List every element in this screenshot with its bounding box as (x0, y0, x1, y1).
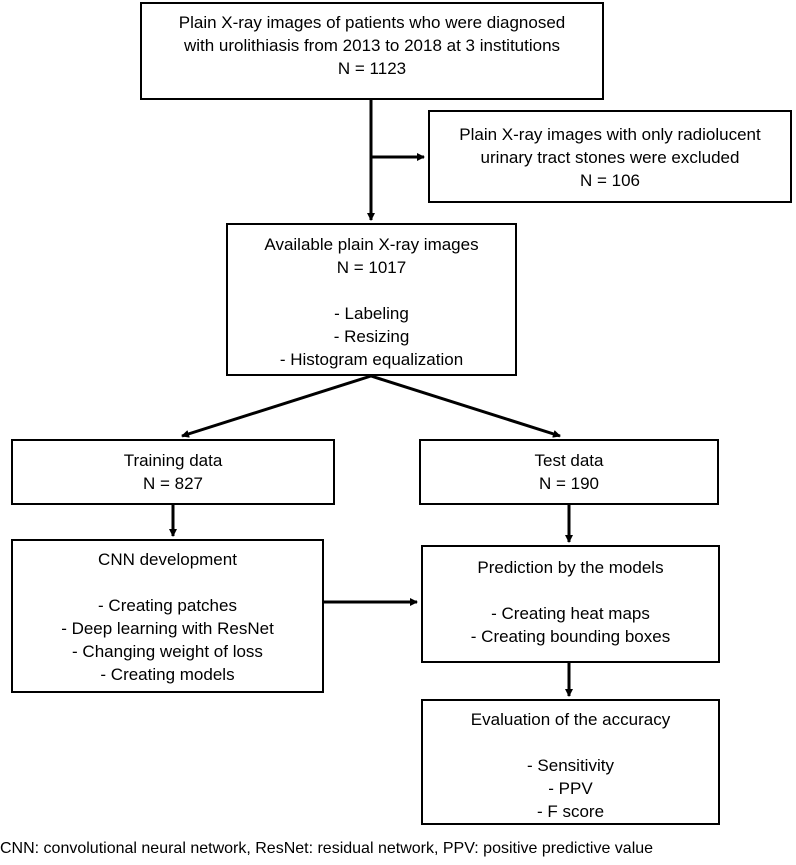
source-line-1: Plain X-ray images of patients who were … (178, 13, 566, 32)
training-title: Training data (123, 451, 223, 470)
prediction-step-bounding-boxes: - Creating bounding boxes (470, 627, 671, 646)
cnn-step-patches: - Creating patches (98, 596, 237, 615)
excluded-line-2: urinary tract stones were excluded (480, 148, 740, 167)
excluded-count: N = 106 (579, 171, 640, 190)
available-images-box: Available plain X-ray images N = 1017 - … (226, 223, 517, 376)
training-data-box: Training data N = 827 (11, 439, 335, 505)
available-step-histogram: - Histogram equalization (279, 350, 464, 369)
evaluation-step-ppv: - PPV (548, 779, 593, 798)
arrow-available-to-training (181, 374, 372, 438)
excluded-images-box: Plain X-ray images with only radiolucent… (428, 110, 792, 203)
abbreviations-footnote: CNN: convolutional neural network, ResNe… (0, 840, 654, 857)
arrow-available-to-test (370, 374, 561, 438)
available-count: N = 1017 (336, 258, 407, 277)
available-step-labeling: - Labeling (334, 304, 409, 323)
source-line-2: with urolithiasis from 2013 to 2018 at 3… (183, 36, 561, 55)
evaluation-box: Evaluation of the accuracy - Sensitivity… (421, 699, 720, 825)
test-data-box: Test data N = 190 (419, 439, 719, 505)
excluded-line-1: Plain X-ray images with only radiolucent (459, 125, 761, 144)
evaluation-step-f-score: - F score (536, 802, 605, 821)
cnn-step-models: - Creating models (100, 665, 235, 684)
source-count: N = 1123 (337, 59, 407, 78)
cnn-development-box: CNN development - Creating patches - Dee… (11, 539, 324, 693)
prediction-step-heat-maps: - Creating heat maps (491, 604, 650, 623)
available-title: Available plain X-ray images (264, 235, 479, 254)
cnn-title: CNN development (98, 550, 237, 569)
test-count: N = 190 (538, 474, 599, 493)
source-images-box: Plain X-ray images of patients who were … (140, 2, 604, 100)
evaluation-step-sensitivity: - Sensitivity (527, 756, 614, 775)
test-title: Test data (534, 451, 604, 470)
training-count: N = 827 (142, 474, 203, 493)
available-step-resizing: - Resizing (333, 327, 410, 346)
cnn-step-deep-learning: - Deep learning with ResNet (61, 619, 274, 638)
evaluation-title: Evaluation of the accuracy (470, 710, 671, 729)
prediction-box: Prediction by the models - Creating heat… (421, 545, 720, 663)
prediction-title: Prediction by the models (477, 558, 664, 577)
cnn-step-loss-weight: - Changing weight of loss (72, 642, 263, 661)
